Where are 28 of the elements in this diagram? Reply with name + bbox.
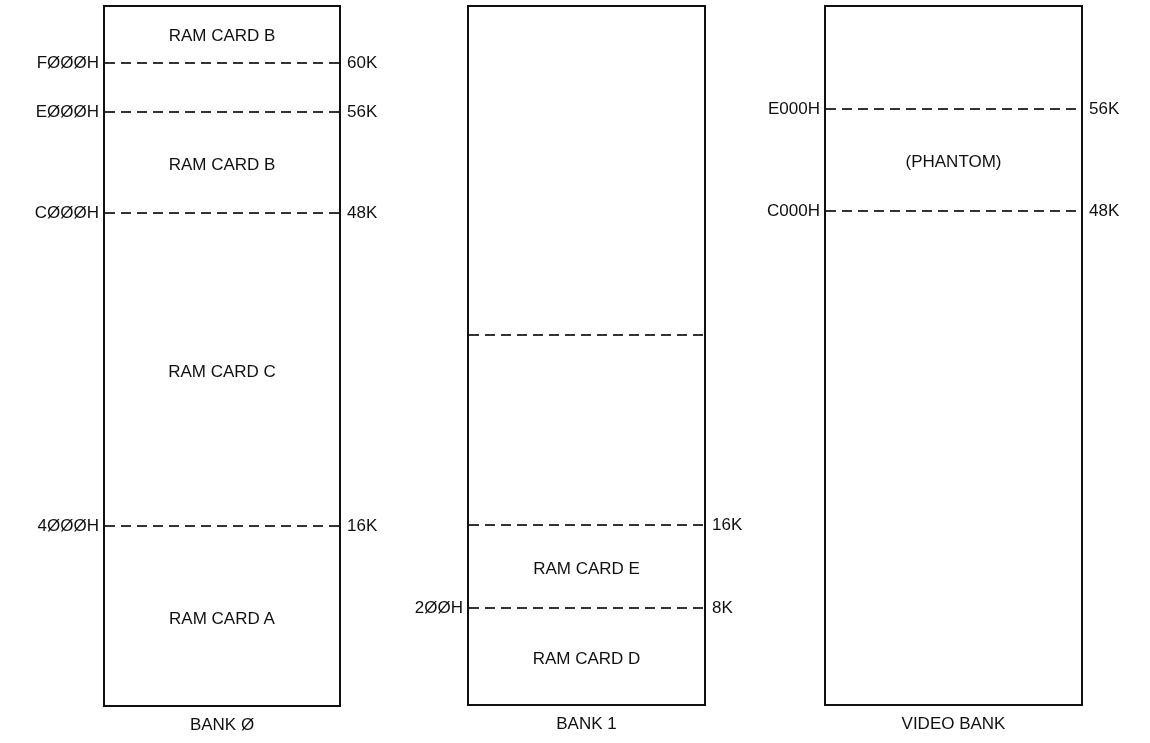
bank-caption: BANK Ø: [189, 715, 255, 735]
size-label: 56K: [1089, 99, 1120, 119]
memory-region-label: RAM CARD D: [532, 649, 641, 669]
memory-bank-box: [103, 5, 341, 707]
size-label: 48K: [347, 203, 378, 223]
memory-region-label: RAM CARD B: [168, 154, 276, 175]
size-label: 48K: [1089, 201, 1120, 221]
memory-region-label: (PHANTOM): [905, 152, 1002, 172]
size-label: 60K: [347, 53, 378, 73]
bank-caption: BANK 1: [556, 714, 617, 734]
address-label: 2ØØH: [414, 598, 463, 618]
address-label: E000H: [768, 99, 820, 119]
memory-region-label: RAM CARD B: [168, 26, 276, 46]
memory-region-label: RAM CARD A: [169, 608, 275, 629]
bank-caption: VIDEO BANK: [901, 714, 1006, 734]
memory-bank-box: [467, 5, 706, 706]
memory-bank-box: [824, 5, 1083, 706]
address-label: C000H: [767, 201, 820, 221]
size-label: 16K: [712, 515, 743, 535]
address-label: EØØØH: [35, 102, 99, 122]
address-label: CØØØH: [34, 203, 99, 223]
memory-region-label: RAM CARD E: [533, 558, 640, 579]
size-label: 56K: [347, 102, 378, 122]
address-label: 4ØØØH: [37, 516, 99, 536]
size-label: 8K: [712, 598, 733, 618]
size-label: 16K: [347, 516, 378, 536]
address-label: FØØØH: [36, 53, 99, 73]
memory-region-label: RAM CARD C: [168, 361, 276, 382]
